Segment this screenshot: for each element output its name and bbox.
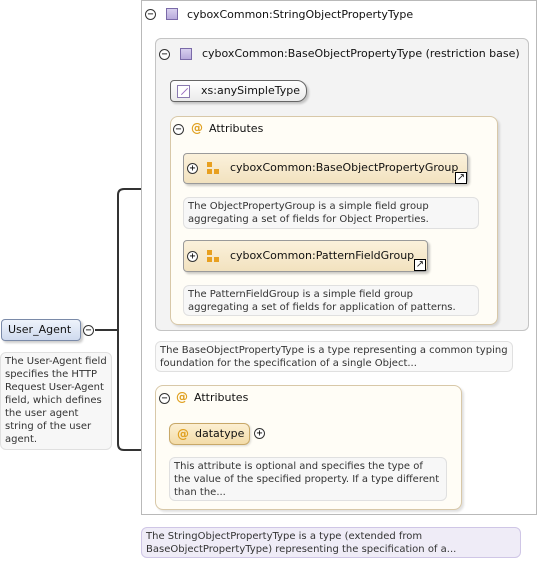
group-name: cyboxCommon:BaseObjectPropertyGroup: [230, 161, 459, 174]
group-documentation: The PatternFieldGroup is a simple field …: [183, 285, 479, 316]
attribute-at-icon: @: [176, 390, 188, 404]
expand-plus-icon[interactable]: +: [187, 163, 198, 174]
attribute-group-icon: [207, 250, 219, 262]
base-attributes-label: Attributes: [209, 122, 264, 135]
group-name: cyboxCommon:PatternFieldGroup: [230, 249, 415, 262]
external-link-icon[interactable]: ↗: [414, 259, 426, 271]
attribute-group-icon: [207, 162, 219, 174]
simple-type-icon: [177, 85, 190, 98]
attribute-at-icon: @: [177, 427, 189, 441]
user-agent-element[interactable]: [1, 319, 81, 341]
user-agent-name: User_Agent: [8, 323, 72, 336]
extension-attributes-label: Attributes: [194, 391, 249, 404]
expand-plus-icon[interactable]: +: [187, 251, 198, 262]
string-type-documentation: The StringObjectPropertyType is a type (…: [141, 527, 521, 558]
collapse-minus-icon[interactable]: −: [159, 393, 170, 404]
collapse-minus-icon[interactable]: −: [159, 49, 170, 60]
attribute-at-icon: @: [191, 121, 203, 135]
datatype-attribute-box[interactable]: [169, 423, 250, 445]
base-object-property-group-box[interactable]: [183, 153, 468, 184]
collapse-minus-icon[interactable]: −: [173, 124, 184, 135]
expand-plus-icon[interactable]: +: [254, 428, 265, 439]
simple-type-box[interactable]: [170, 80, 307, 102]
pattern-field-group-box[interactable]: [183, 240, 428, 272]
simple-type-name: xs:anySimpleType: [201, 84, 300, 97]
string-type-title: cyboxCommon:StringObjectPropertyType: [187, 8, 414, 21]
datatype-name: datatype: [195, 427, 245, 440]
base-type-title: cyboxCommon:BaseObjectPropertyType (rest…: [202, 47, 520, 60]
datatype-documentation: This attribute is optional and specifies…: [169, 457, 447, 501]
group-documentation: The ObjectPropertyGroup is a simple fiel…: [183, 197, 479, 229]
external-link-icon[interactable]: ↗: [455, 172, 467, 184]
collapse-minus-icon[interactable]: −: [145, 9, 156, 20]
collapse-minus-icon[interactable]: −: [83, 325, 94, 336]
base-type-documentation: The BaseObjectPropertyType is a type rep…: [155, 341, 513, 372]
complex-type-icon: [180, 48, 192, 60]
user-agent-documentation: The User-Agent field specifies the HTTP …: [0, 352, 112, 450]
complex-type-icon: [166, 8, 178, 20]
